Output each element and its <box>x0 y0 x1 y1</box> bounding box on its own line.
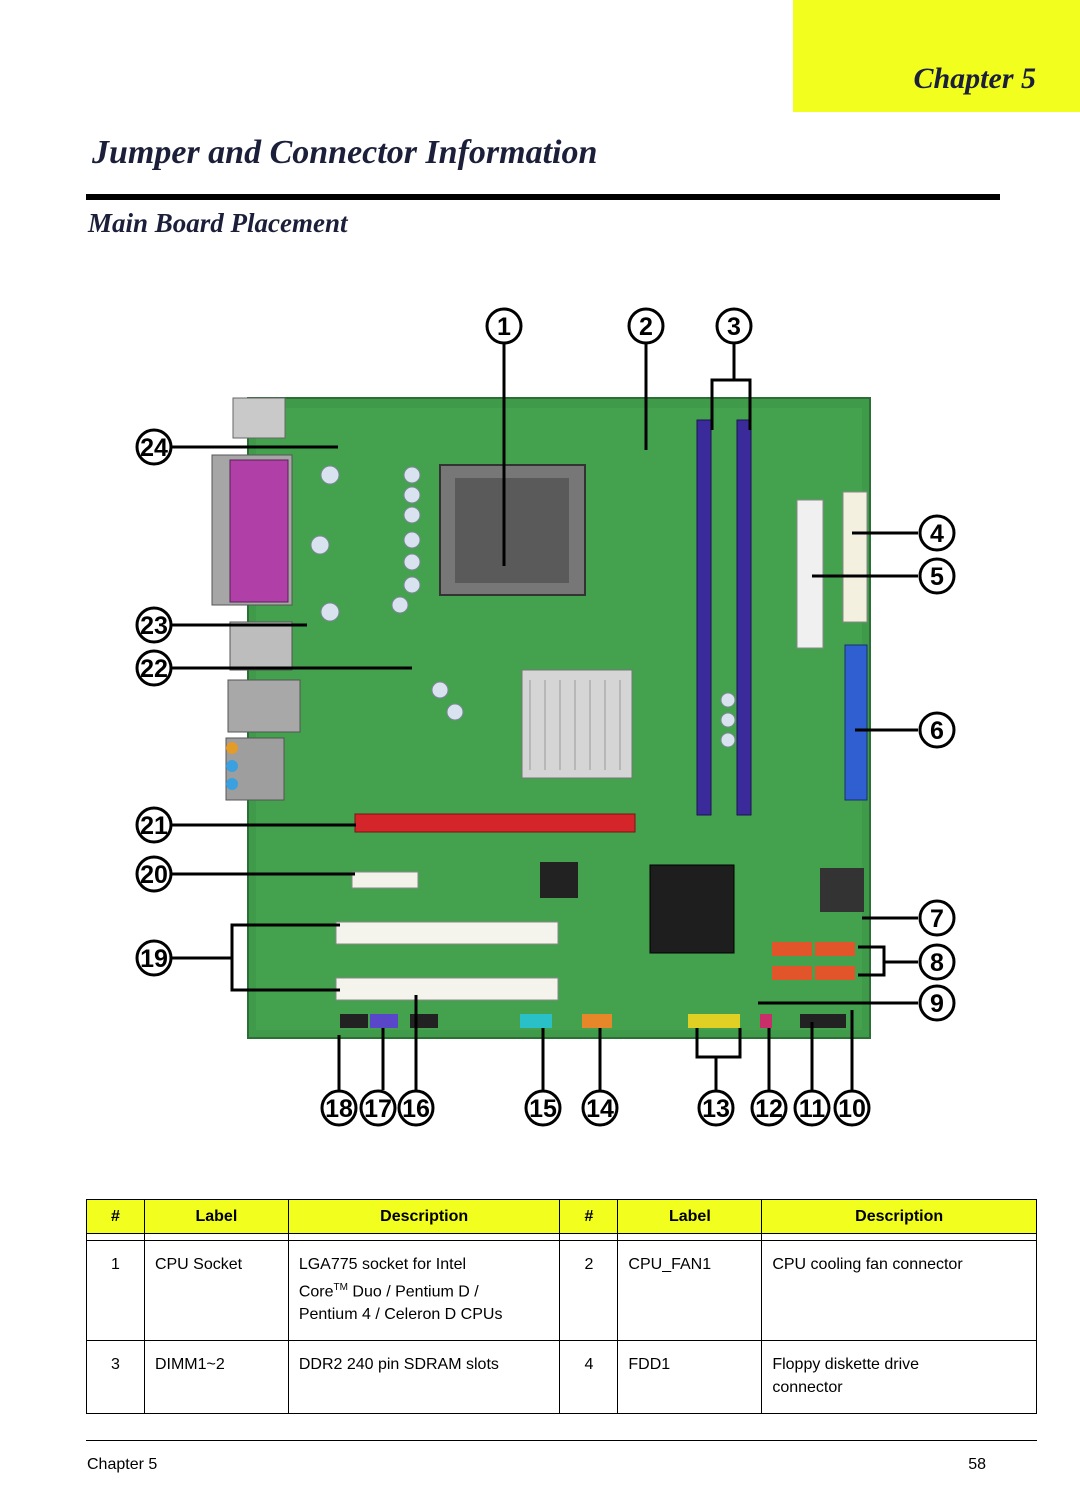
callout-12: 12 <box>750 1089 788 1127</box>
callout-21: 21 <box>135 806 173 844</box>
callout-4: 4 <box>918 514 956 552</box>
callout-23: 23 <box>135 606 173 644</box>
svg-text:19: 19 <box>140 945 168 973</box>
connector-table: # Label Description # Label Description … <box>86 1199 1037 1415</box>
connector-description: CPU cooling fan connector <box>761 1240 1037 1342</box>
column-header: Description <box>287 1199 561 1234</box>
chapter-tab: Chapter 5 <box>793 0 1080 112</box>
callout-19: 19 <box>135 939 173 977</box>
footer-chapter: Chapter 5 <box>87 1456 158 1473</box>
callout-6: 6 <box>918 711 956 749</box>
callout-1: 1 <box>485 307 523 345</box>
row-number: 3 <box>86 1340 145 1415</box>
section-title: Main Board Placement <box>88 208 348 238</box>
callout-22: 22 <box>135 649 173 687</box>
connector-description: DDR2 240 pin SDRAM slots <box>287 1340 561 1415</box>
chapter-label: Chapter 5 <box>913 62 1036 95</box>
column-header: # <box>86 1199 145 1234</box>
callout-5: 5 <box>918 557 956 595</box>
table-spacer-row <box>86 1233 1037 1241</box>
callout-8: 8 <box>918 943 956 981</box>
column-header: # <box>559 1199 619 1234</box>
svg-text:9: 9 <box>930 990 944 1018</box>
connector-label: DIMM1~2 <box>143 1340 289 1415</box>
row-number: 1 <box>86 1240 145 1342</box>
page-number: 58 <box>968 1456 986 1473</box>
svg-text:13: 13 <box>702 1095 730 1123</box>
svg-text:21: 21 <box>140 812 168 840</box>
table-row: 3 DIMM1~2 DDR2 240 pin SDRAM slots 4 FDD… <box>86 1340 1037 1415</box>
svg-text:11: 11 <box>799 1095 826 1123</box>
footer-divider <box>86 1440 1037 1441</box>
table-header-row: # Label Description # Label Description <box>86 1199 1037 1234</box>
motherboard-image <box>211 397 871 1039</box>
svg-text:18: 18 <box>325 1095 353 1123</box>
table-row: 1 CPU Socket LGA775 socket for Intel Cor… <box>86 1240 1037 1342</box>
connector-label: CPU_FAN1 <box>617 1240 763 1342</box>
callout-17: 17 <box>359 1089 397 1127</box>
connector-label: CPU Socket <box>143 1240 289 1342</box>
connector-description: LGA775 socket for Intel CoreTM Duo / Pen… <box>287 1240 561 1342</box>
connector-description: Floppy diskette drive connector <box>761 1340 1037 1415</box>
svg-text:10: 10 <box>838 1095 866 1123</box>
callout-10: 10 <box>833 1089 871 1127</box>
callout-18: 18 <box>320 1089 358 1127</box>
svg-text:16: 16 <box>402 1095 430 1123</box>
svg-text:12: 12 <box>755 1095 783 1123</box>
leader-lines <box>172 343 918 1090</box>
callout-2: 2 <box>627 307 665 345</box>
column-header: Label <box>143 1199 289 1234</box>
callout-16: 16 <box>397 1089 435 1127</box>
callout-3: 3 <box>715 307 753 345</box>
svg-text:14: 14 <box>586 1095 614 1123</box>
svg-text:17: 17 <box>364 1095 392 1123</box>
svg-text:23: 23 <box>140 612 168 640</box>
svg-text:3: 3 <box>727 313 741 341</box>
svg-text:5: 5 <box>930 563 944 591</box>
page-title: Jumper and Connector Information <box>92 134 598 171</box>
svg-text:2: 2 <box>639 313 653 341</box>
callout-11: 11 <box>793 1089 831 1127</box>
callout-13: 13 <box>697 1089 735 1127</box>
svg-text:4: 4 <box>930 520 944 548</box>
callout-7: 7 <box>918 899 956 937</box>
callout-15: 15 <box>524 1089 562 1127</box>
column-header: Description <box>761 1199 1037 1234</box>
callout-14: 14 <box>581 1089 619 1127</box>
motherboard-diagram: 1 2 3 4 5 6 7 8 9 10 11 12 13 14 15 16 1… <box>135 307 956 1127</box>
svg-text:6: 6 <box>930 717 944 745</box>
svg-text:15: 15 <box>529 1095 557 1123</box>
svg-text:1: 1 <box>497 313 511 341</box>
column-header: Label <box>617 1199 763 1234</box>
row-number: 2 <box>559 1240 619 1342</box>
row-number: 4 <box>559 1340 619 1415</box>
svg-text:22: 22 <box>140 655 168 683</box>
svg-text:8: 8 <box>930 949 944 977</box>
title-divider <box>86 194 1000 200</box>
callout-24: 24 <box>135 428 173 466</box>
svg-text:7: 7 <box>930 905 944 933</box>
svg-text:20: 20 <box>140 861 168 889</box>
connector-label: FDD1 <box>617 1340 763 1415</box>
callout-20: 20 <box>135 855 173 893</box>
svg-text:24: 24 <box>140 434 168 462</box>
callout-9: 9 <box>918 984 956 1022</box>
